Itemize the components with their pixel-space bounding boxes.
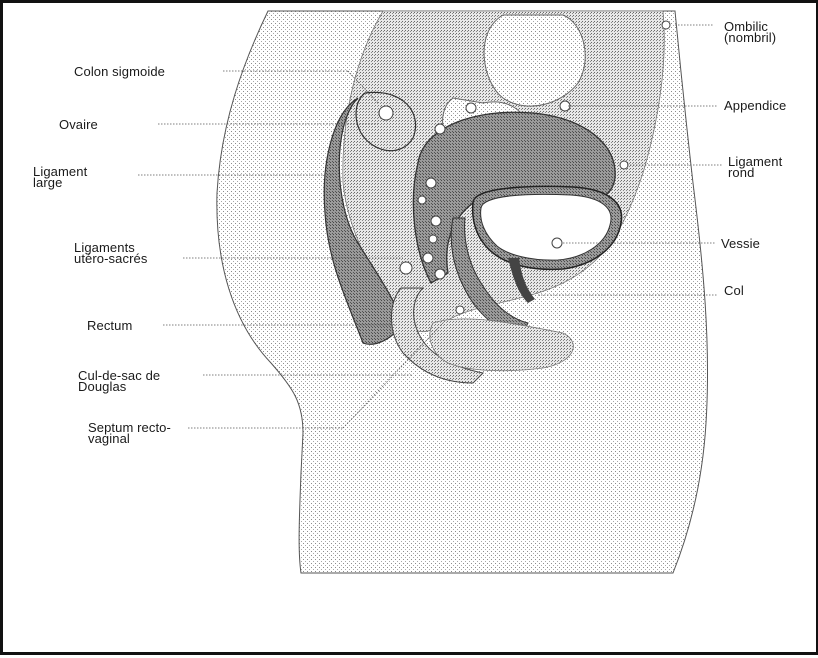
label-appendice: Appendice [724,100,786,111]
label-ovaire: Ovaire [59,119,98,130]
label-col: Col [724,285,744,296]
label-rectum: Rectum [87,320,132,331]
label-ombilic: Ombilic (nombril) [724,21,776,43]
label-septum: Septum recto- vaginal [88,422,171,444]
label-ligament-rond: Ligament rond [728,156,782,178]
label-ligament-large: Ligament large [33,166,87,188]
label-ligaments-utero-sacres: Ligaments utéro-sacrés [74,242,147,264]
label-vessie: Vessie [721,238,760,249]
label-colon-sigmoide: Colon sigmoide [74,66,165,77]
label-cul-de-sac: Cul-de-sac de Douglas [78,370,160,392]
